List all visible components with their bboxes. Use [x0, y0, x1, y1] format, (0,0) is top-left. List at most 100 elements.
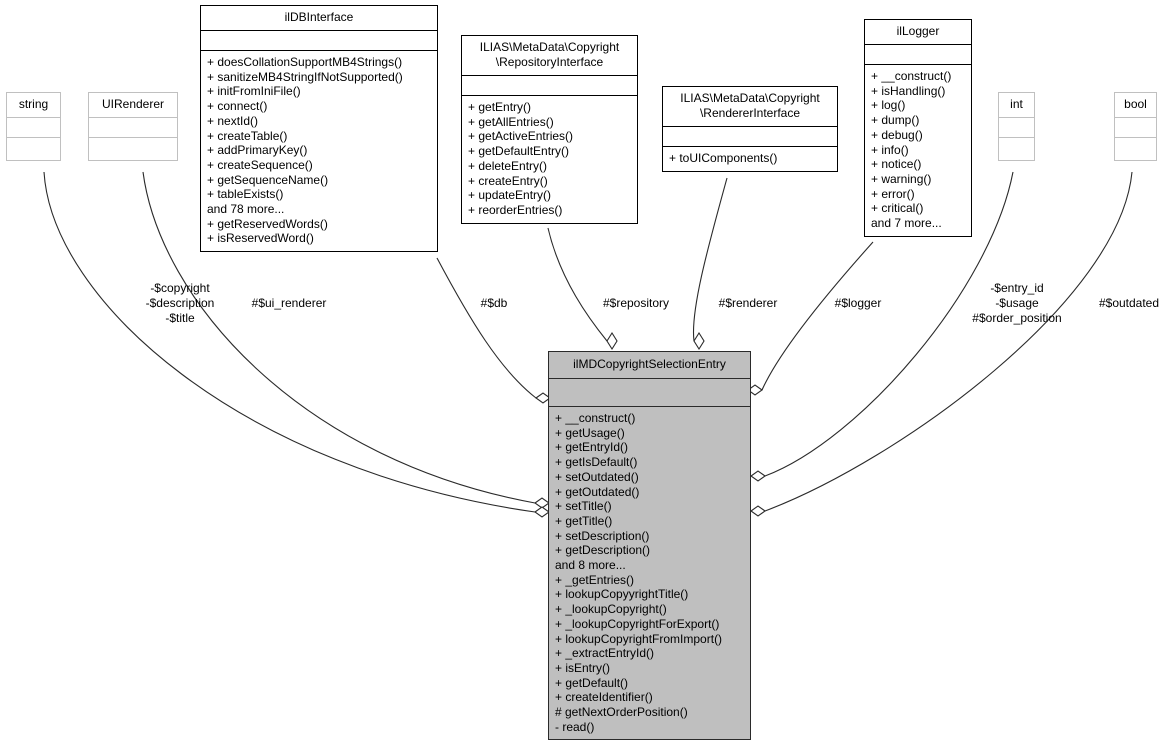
class-operation: + lookupCopyyrightTitle()	[555, 587, 689, 602]
edge-logger	[761, 241, 874, 391]
class-operation: + _getEntries()	[555, 572, 635, 587]
class-name-repositoryinterface: ILIAS\MetaData\Copyright \RepositoryInte…	[462, 36, 637, 76]
class-operation: + connect()	[207, 99, 268, 114]
class-operation: + _extractEntryId()	[555, 646, 655, 661]
edge-label-outdated: #$outdated	[1098, 296, 1160, 310]
class-ops-int	[999, 138, 1034, 160]
class-operation: + getOutdated()	[555, 484, 640, 499]
class-operation: and 78 more...	[207, 202, 285, 217]
class-name-uirenderer: UIRenderer	[89, 93, 177, 118]
class-operation: # getNextOrderPosition()	[555, 705, 688, 720]
class-name-string: string	[7, 93, 60, 118]
class-operation: + setDescription()	[555, 528, 650, 543]
class-attrs-int	[999, 118, 1034, 138]
class-operation: + toUIComponents()	[669, 151, 778, 165]
edge-label-renderer: #$renderer	[718, 296, 778, 310]
edge-db	[436, 257, 537, 399]
class-box-illogger[interactable]: ilLogger + __construct()+ isHandling()+ …	[864, 19, 972, 237]
class-ops-ildbinterface: + doesCollationSupportMB4Strings()+ sani…	[201, 51, 437, 251]
class-operation: + sanitizeMB4StringIfNotSupported()	[207, 69, 403, 84]
class-operation: + createEntry()	[468, 173, 548, 188]
diamond-renderer	[693, 331, 705, 351]
class-operation: + reorderEntries()	[468, 202, 563, 217]
class-operation: + isEntry()	[555, 660, 611, 675]
edge-renderer	[692, 177, 728, 342]
class-operation: + getTitle()	[555, 513, 613, 528]
class-operation: + isReservedWord()	[207, 231, 314, 246]
class-operation: + createTable()	[207, 128, 288, 143]
class-operation: + lookupCopyrightFromImport()	[555, 631, 723, 646]
edge-label-string-fields: -$copyright -$description -$title	[145, 281, 215, 325]
diamond-uirenderer	[534, 497, 550, 509]
class-name-bool: bool	[1115, 93, 1156, 118]
class-ops-ilmdcopyrightselectionentry: + __construct()+ getUsage()+ getEntryId(…	[549, 407, 750, 739]
class-operation: + updateEntry()	[468, 188, 552, 203]
class-operation: and 7 more...	[871, 216, 942, 231]
edge-label-int-fields: -$entry_id -$usage #$order_position	[972, 281, 1062, 325]
class-operation: + debug()	[871, 127, 923, 142]
class-operation: + getDefault()	[555, 675, 629, 690]
class-operation: + log()	[871, 98, 906, 113]
class-operation: + nextId()	[207, 113, 259, 128]
class-name-rendererinterface: ILIAS\MetaData\Copyright \RendererInterf…	[663, 87, 837, 127]
class-attrs-illogger	[865, 45, 971, 65]
class-operation: + createSequence()	[207, 157, 313, 172]
class-name-ildbinterface: ilDBInterface	[201, 6, 437, 31]
class-operation: and 8 more...	[555, 558, 626, 573]
class-operation: + isHandling()	[871, 83, 946, 98]
class-ops-illogger: + __construct()+ isHandling()+ log()+ du…	[865, 65, 971, 236]
class-operation: + getDescription()	[555, 543, 651, 558]
class-box-repositoryinterface[interactable]: ILIAS\MetaData\Copyright \RepositoryInte…	[461, 35, 638, 224]
class-operation: + warning()	[871, 171, 932, 186]
edge-repository	[547, 227, 608, 342]
class-operation: + getIsDefault()	[555, 455, 638, 470]
class-box-int[interactable]: int	[998, 92, 1035, 161]
class-name-int: int	[999, 93, 1034, 118]
class-ops-string	[7, 138, 60, 160]
edge-label-logger: #$logger	[834, 296, 882, 310]
class-name-illogger: ilLogger	[865, 20, 971, 45]
class-operation: + getReservedWords()	[207, 216, 328, 231]
class-operation: + addPrimaryKey()	[207, 143, 308, 158]
class-operation: + _lookupCopyright()	[555, 602, 667, 617]
diamond-bool	[750, 505, 766, 517]
class-operation: + setOutdated()	[555, 469, 639, 484]
class-operation: + doesCollationSupportMB4Strings()	[207, 55, 403, 69]
class-operation: - read()	[555, 719, 595, 734]
class-operation: + info()	[871, 142, 909, 157]
diamond-string	[534, 506, 550, 518]
class-box-string[interactable]: string	[6, 92, 61, 161]
class-operation: + initFromIniFile()	[207, 84, 301, 99]
class-attrs-rendererinterface	[663, 127, 837, 147]
class-attrs-uirenderer	[89, 118, 177, 138]
class-box-bool[interactable]: bool	[1114, 92, 1157, 161]
class-attrs-bool	[1115, 118, 1156, 138]
class-box-ilmdcopyrightselectionentry[interactable]: ilMDCopyrightSelectionEntry + __construc…	[548, 351, 751, 741]
class-attrs-ildbinterface	[201, 31, 437, 51]
class-operation: + __construct()	[871, 69, 952, 83]
class-operation: + dump()	[871, 113, 920, 128]
edge-label-repository: #$repository	[602, 296, 670, 310]
class-operation: + tableExists()	[207, 187, 284, 202]
class-ops-repositoryinterface: + getEntry()+ getAllEntries()+ getActive…	[462, 96, 637, 223]
class-operation: + deleteEntry()	[468, 158, 548, 173]
class-operation: + __construct()	[555, 411, 636, 425]
class-ops-uirenderer	[89, 138, 177, 160]
class-box-uirenderer[interactable]: UIRenderer	[88, 92, 178, 161]
edge-label-ui-renderer: #$ui_renderer	[251, 296, 327, 310]
edge-label-db: #$db	[480, 296, 508, 310]
class-operation: + getAllEntries()	[468, 114, 554, 129]
class-attrs-string	[7, 118, 60, 138]
class-box-ildbinterface[interactable]: ilDBInterface + doesCollationSupportMB4S…	[200, 5, 438, 253]
class-operation: + getEntry()	[468, 100, 532, 114]
class-operation: + getDefaultEntry()	[468, 144, 570, 159]
class-operation: + getSequenceName()	[207, 172, 329, 187]
class-operation: + setTitle()	[555, 499, 612, 514]
class-ops-bool	[1115, 138, 1156, 160]
class-operation: + error()	[871, 186, 915, 201]
class-operation: + notice()	[871, 157, 922, 172]
diamond-repository	[606, 331, 618, 351]
class-box-rendererinterface[interactable]: ILIAS\MetaData\Copyright \RendererInterf…	[662, 86, 838, 172]
class-ops-rendererinterface: + toUIComponents()	[663, 147, 837, 171]
